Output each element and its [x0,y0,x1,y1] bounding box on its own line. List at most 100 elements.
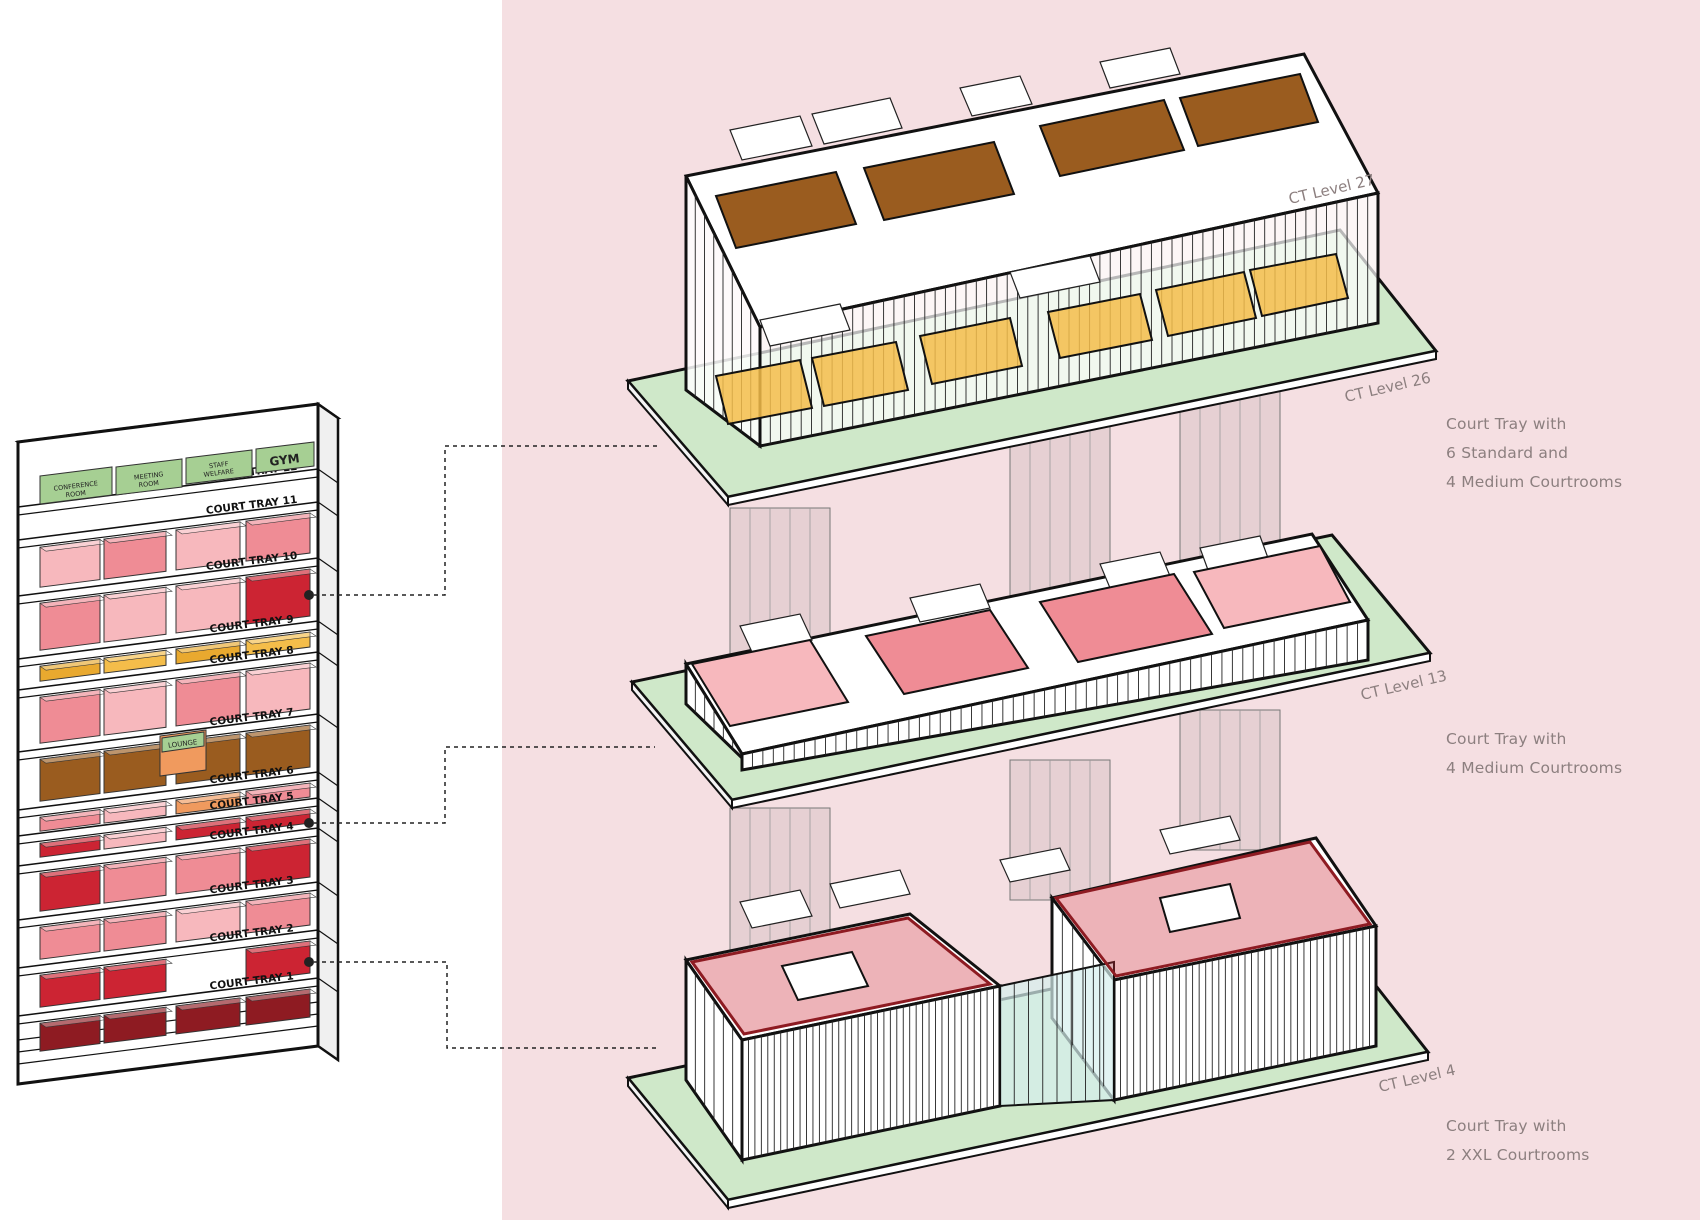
caption-line: 4 Medium Courtrooms [1446,759,1623,777]
tower-side-face [316,401,340,1063]
meeting-room-label-2: ROOM [138,479,159,489]
tray-separator [17,557,319,597]
core-room [999,847,1071,883]
tower-room-top [245,662,317,676]
tray-side-edge [317,713,339,729]
core-room [811,97,903,145]
l26-courtroom-1 [714,358,814,426]
leader-dot-tray-4 [304,818,314,828]
tray-separator [17,659,319,699]
lounge-sign [161,731,205,753]
l26-courtroom-6 [1248,252,1350,318]
l26-courtroom-2 [810,340,910,408]
meeting-room-label-1: MEETING [134,470,164,482]
tray-side-edge [317,557,339,573]
tray-side-edge [317,881,339,897]
tray-side-edge [317,929,339,945]
tower-room-top [245,512,317,526]
staff-welfare-label-2: WELFARE [203,467,234,479]
level-4-assembly: CT Level 4 [625,815,1457,1211]
core-room [1159,815,1241,855]
conference-room-label-2: ROOM [65,489,86,499]
caption-line: Court Tray with [1446,415,1567,433]
tray-separator [17,827,319,867]
caption-level-4: Court Tray with 2 XXL Courtrooms [1446,1112,1590,1170]
tower-room-top [103,680,173,694]
tower-room-top [103,530,173,544]
gym-block [255,441,315,474]
tower-room-top [245,838,317,852]
l13-courtroom-2 [864,608,1030,696]
tray-separator [17,881,319,921]
l26-courtroom-5 [1154,270,1258,338]
tower-room-top [103,826,173,840]
tower-room-top [103,910,173,924]
caption-line: 4 Medium Courtrooms [1446,473,1623,491]
core-room [759,303,851,347]
tray-side-edge [317,827,339,843]
tray-side-edge [317,501,339,517]
tower-room-top [245,940,317,954]
level-26-slab-front [727,349,1437,507]
leader-dot-tray-1 [304,957,314,967]
tower-room-top [103,958,173,972]
l27-courtroom-3 [1038,98,1186,178]
leader-line-level-26 [314,445,660,596]
tray-separator [17,985,319,1025]
l27-courtroom-4 [1178,72,1320,148]
caption-line: 6 Standard and [1446,444,1569,462]
l13-courtroom-1 [690,638,850,728]
l27-courtroom-1 [714,170,858,250]
tray-separator [17,937,319,977]
l13-courtroom-4 [1192,544,1352,630]
level-4-slab-front [727,1050,1429,1210]
tray-side-edge [317,797,339,813]
tray-separator [17,977,319,1017]
tray-separator [17,628,319,668]
lounge-label: LOUNGE [168,738,198,750]
leader-line-level-13 [314,746,655,824]
staff-welfare-block [185,449,253,485]
l4-xxl-courtroom-2-void [1158,882,1242,934]
amenity-rooms: CONFERENCE ROOM MEETING ROOM STAFF WELFA… [39,441,315,777]
tray-separator [17,565,319,605]
tower-room-top [245,568,317,582]
core-room [729,115,813,161]
vertical-shafts [729,389,1281,963]
caption-level-13: Court Tray with 4 Medium Courtrooms [1446,725,1622,783]
tower-room-top [103,649,173,663]
vertical-shaft [1179,389,1281,561]
tray-separator [17,929,319,969]
tray-separator [17,805,319,845]
tray-separator [17,835,319,875]
gym-label: GYM [269,451,301,469]
tray-separator [17,501,319,541]
tray-separator [17,651,319,691]
leader-line-level-4 [314,961,660,1049]
tower-room-top [103,856,173,870]
l4-xxl-courtroom-1-void [780,950,870,1002]
tray-side-edge [317,771,339,787]
core-room [1099,47,1181,89]
tray-side-edge [317,620,339,636]
meeting-room-block [115,458,183,496]
leader-lines [314,445,660,1049]
tray-separator [17,713,319,753]
l26-courtroom-3 [918,316,1024,386]
tower-room-top [245,724,317,738]
tray-side-edge [317,977,339,993]
level-13-slab-front [731,651,1431,810]
tower-base-line [17,1025,319,1065]
tower-room-top [103,800,173,814]
tray-separator [17,889,319,929]
conference-room-block [39,466,113,505]
l27-courtroom-2 [862,140,1016,222]
core-room [909,583,991,623]
l13-courtroom-3 [1038,572,1214,664]
core-room [829,869,911,909]
core-room [739,889,813,929]
l26-courtroom-4 [1046,292,1154,360]
